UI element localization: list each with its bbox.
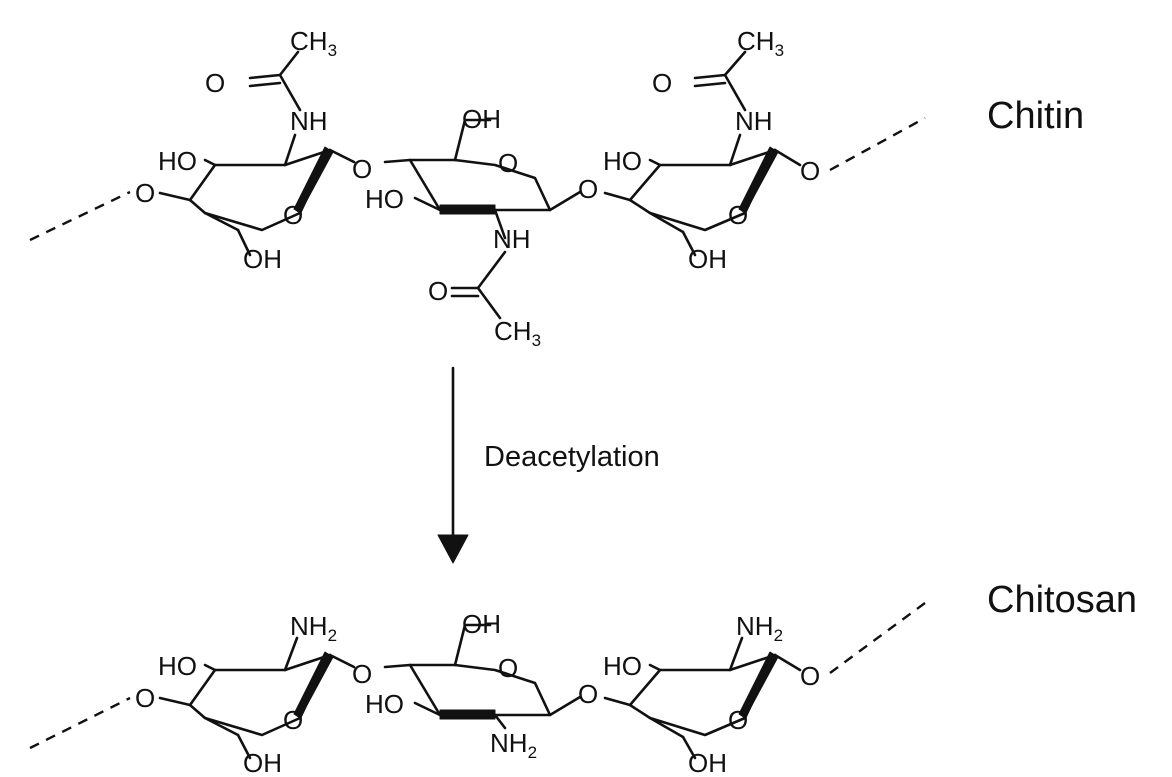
atom-ho: HO <box>158 651 197 681</box>
atom-ho: HO <box>603 146 642 176</box>
chitosan-ring-2 <box>383 623 582 730</box>
atom-ho: HO <box>365 184 404 214</box>
label-chitosan: Chitosan <box>987 579 1137 621</box>
chitin-ring-1 <box>158 50 356 257</box>
chain-bond-left <box>29 696 131 750</box>
chain-bond-left <box>29 190 131 242</box>
chain-bond-right <box>829 602 926 674</box>
atom-nh2: NH2 <box>736 611 783 645</box>
chitosan-ring-3 <box>603 636 802 760</box>
chain-bond-right <box>829 116 926 172</box>
reaction-arrow <box>437 366 469 564</box>
atom-o-link: O <box>578 679 598 709</box>
atom-o-carbonyl: O <box>205 68 225 98</box>
atom-nh2: NH2 <box>290 611 337 645</box>
atom-ho: HO <box>158 146 197 176</box>
atom-o-link: O <box>352 154 372 184</box>
atom-o-carbonyl: O <box>428 276 448 306</box>
atom-oh: OH <box>462 104 501 134</box>
atom-o-link: O <box>800 156 820 186</box>
atom-oh: OH <box>688 748 727 777</box>
chitin-ring-3 <box>603 50 802 257</box>
atom-oh: OH <box>243 748 282 777</box>
chitin-ring-2 <box>383 118 582 320</box>
atom-o-ring: O <box>728 705 748 735</box>
chitosan-structure: O HO OH O NH2 O OH O HO NH2 O HO OH O NH… <box>29 602 926 777</box>
atom-o-link: O <box>800 661 820 691</box>
atom-ho: HO <box>365 689 404 719</box>
atom-nh2: NH2 <box>490 728 537 762</box>
atom-nh: NH <box>735 106 773 136</box>
atom-nh: NH <box>290 106 328 136</box>
atom-o-link: O <box>578 174 598 204</box>
chitin-structure: O HO OH O NH O CH3 O OH O HO NH O CH3 O … <box>29 26 926 350</box>
atom-o-ring: O <box>283 705 303 735</box>
atom-o-ring: O <box>498 148 518 178</box>
label-deacetylation: Deacetylation <box>484 441 660 473</box>
atom-o-ring: O <box>498 653 518 683</box>
chitosan-ring-1 <box>158 636 356 760</box>
atom-o-link: O <box>135 683 155 713</box>
atom-o-link: O <box>135 178 155 208</box>
atom-ch3: CH3 <box>290 26 337 60</box>
atom-oh: OH <box>243 244 282 274</box>
atom-o-carbonyl: O <box>652 68 672 98</box>
atom-o-link: O <box>352 659 372 689</box>
arrow-head <box>437 534 469 564</box>
label-chitin: Chitin <box>987 95 1084 137</box>
atom-ho: HO <box>603 651 642 681</box>
atom-ch3: CH3 <box>494 316 541 350</box>
atom-ch3: CH3 <box>737 26 784 60</box>
atom-o-ring: O <box>728 200 748 230</box>
atom-nh: NH <box>493 224 531 254</box>
atom-o-ring: O <box>283 200 303 230</box>
atom-oh: OH <box>462 609 501 639</box>
atom-oh: OH <box>688 244 727 274</box>
